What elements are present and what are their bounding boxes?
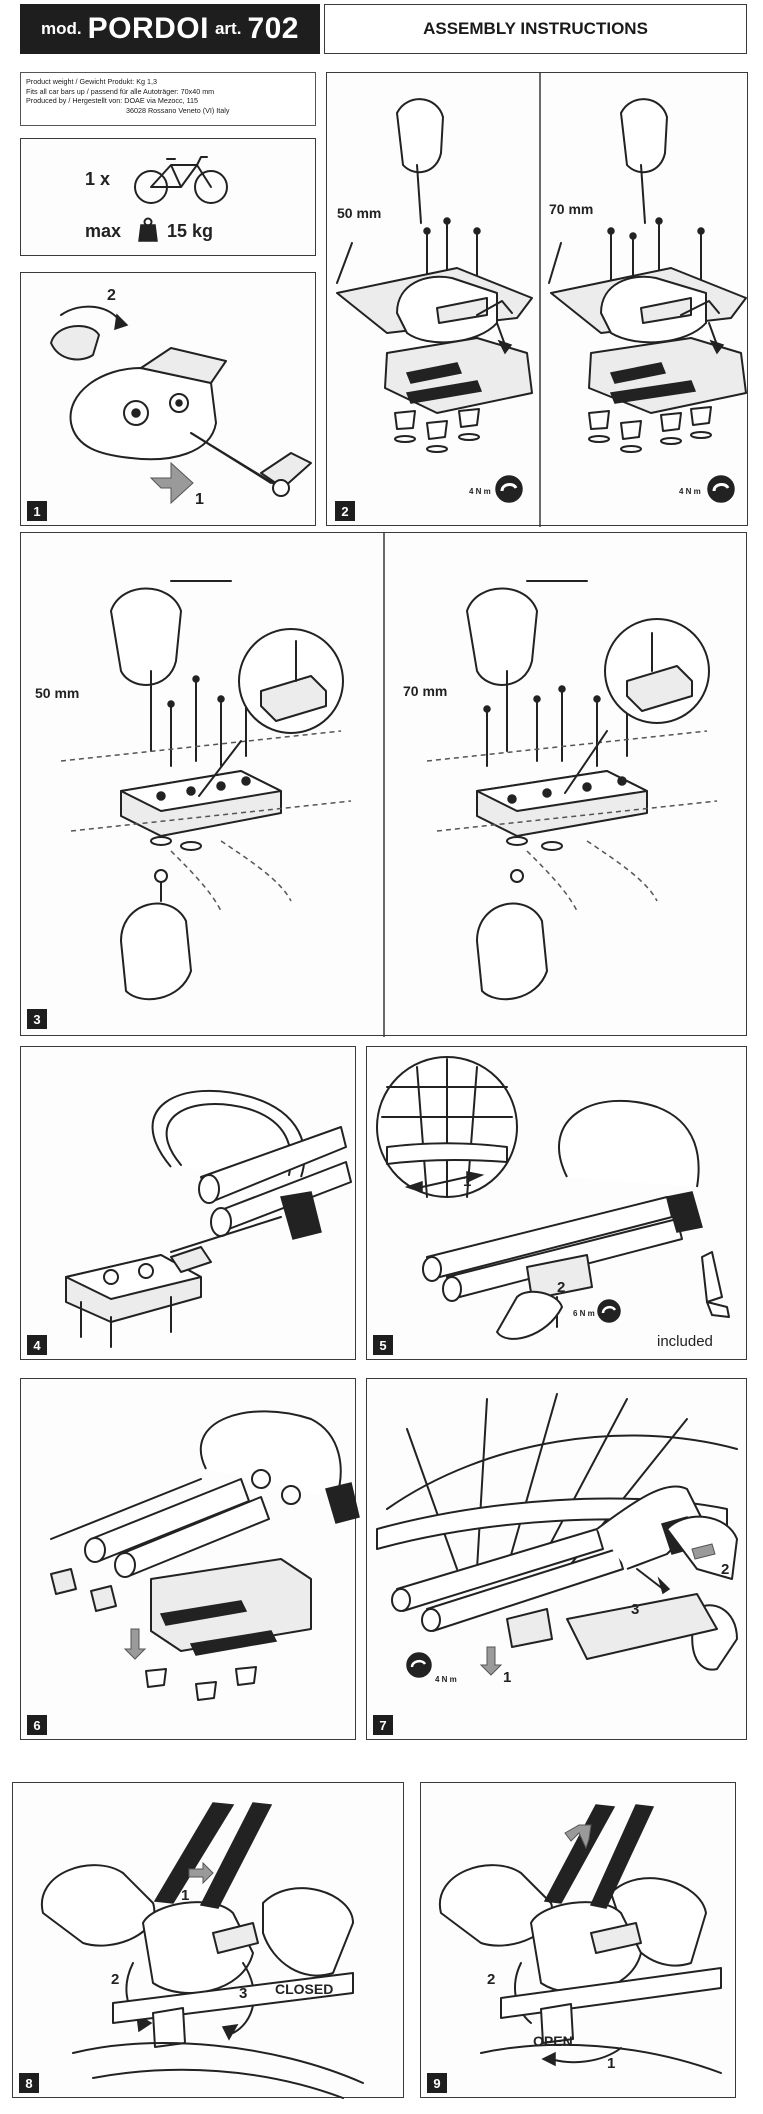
step-3-distance-50mm: 50 mm [35, 685, 80, 701]
step-9-number: 9 [427, 2073, 447, 2093]
step-4-panel: 4 [20, 1046, 356, 1360]
step-7-callout-2: 2 [721, 1561, 730, 1578]
mod-prefix: mod. [41, 19, 82, 38]
step-2-panel: 50 mm 70 mm 4 N m [326, 72, 748, 527]
base-plate-70mm-illustration [426, 580, 718, 1001]
step-5-callout-2: 2 [557, 1279, 566, 1296]
model-title-bar: mod. PORDOI art. 702 [20, 4, 320, 54]
lever-open-illustration [438, 1804, 722, 2074]
bolt-install-70mm-illustration [548, 98, 747, 453]
wheel-tray-adjust-illustration [376, 1056, 730, 1340]
step-1-callout-1: 1 [195, 491, 204, 508]
step-7-panel: 2 3 1 4 N m 7 [366, 1378, 747, 1740]
step-3-number: 3 [27, 1009, 47, 1029]
base-plate-50mm-illustration [60, 580, 352, 1001]
assembly-title: ASSEMBLY INSTRUCTIONS [324, 4, 747, 54]
end-caps-illustration [50, 1410, 360, 1701]
step-5-panel: 1 2 6 N m included 5 [366, 1046, 747, 1360]
step-8-callout-1: 1 [181, 1887, 190, 1904]
step-9-callout-1: 1 [607, 2055, 616, 2072]
step-9-panel: 3 2 OPEN 1 9 [420, 1782, 736, 2098]
step-7-callout-3: 3 [631, 1601, 640, 1618]
step-7-number: 7 [373, 1715, 393, 1735]
model-name: PORDOI [87, 12, 209, 45]
art-prefix: art. [214, 19, 242, 38]
product-weight-text: Product weight / Gewicht Produkt: Kg 1,3 [26, 77, 158, 86]
weight-icon [138, 217, 158, 242]
step-9-callout-2: 2 [487, 1971, 496, 1988]
step-2-number: 2 [335, 501, 355, 521]
torque-wrench-icon [495, 475, 523, 503]
step-7-torque: 4 N m [435, 1675, 457, 1684]
step-9-callout-3: 3 [589, 1811, 598, 1828]
step-7-callout-1: 1 [503, 1669, 512, 1686]
step-4-number: 4 [27, 1335, 47, 1355]
torque-wrench-icon [707, 475, 735, 503]
lever-closed-illustration [40, 1802, 364, 2099]
step-3-divider [383, 533, 385, 1037]
step-2-distance-50mm: 50 mm [337, 205, 382, 221]
step-3-panel: 50 mm 70 mm 3 [20, 532, 747, 1037]
tube-strap-assembly-illustration [65, 1089, 352, 1348]
tool-included-label: included [657, 1333, 713, 1350]
step-3-distance-70mm: 70 mm [403, 683, 448, 699]
step-8-number: 8 [19, 2073, 39, 2093]
fits-bars-text: Fits all car bars up / passend für alle … [26, 86, 215, 96]
address-text: 36028 Rossano Veneto (VI) Italy [126, 105, 230, 115]
article-number: 702 [247, 12, 299, 45]
step-2-torque-right: 4 N m [679, 487, 701, 496]
lever-closed-label: CLOSED [275, 1981, 334, 1997]
step-2-distance-70mm: 70 mm [549, 201, 594, 217]
step-2-torque-left: 4 N m [469, 487, 491, 496]
step-1-panel: 2 1 1 [20, 272, 316, 526]
step-8-panel: 1 2 3 CLOSED 8 [12, 1782, 404, 2099]
step-8-callout-2: 2 [111, 1971, 120, 1988]
product-info-box: Product weight / Gewicht Produkt: Kg 1,3… [20, 72, 316, 126]
mount-clamp-illustration [50, 305, 312, 505]
step-5-number: 5 [373, 1335, 393, 1355]
bolt-install-50mm-illustration [336, 98, 533, 453]
step-2-divider [539, 73, 541, 527]
step-1-number: 1 [27, 501, 47, 521]
step-6-number: 6 [27, 1715, 47, 1735]
max-label: max [85, 221, 122, 241]
step-1-callout-2: 2 [107, 287, 116, 304]
produced-by-text: Produced by / Hergestellt von: DOAE via … [26, 96, 199, 105]
step-5-torque: 6 N m [573, 1309, 595, 1318]
step-5-callout-1: 1 [463, 1173, 472, 1190]
wheel-strap-tighten-illustration [376, 1393, 738, 1678]
bicycle-icon [134, 156, 228, 204]
step-8-callout-3: 3 [239, 1985, 248, 2002]
step-6-panel: 6 [20, 1378, 360, 1740]
lever-open-label: OPEN [533, 2033, 573, 2049]
max-weight-value: 15 kg [167, 221, 214, 241]
capacity-box: 1 x max 15 kg [20, 138, 316, 256]
bike-count: 1 x [85, 169, 111, 189]
